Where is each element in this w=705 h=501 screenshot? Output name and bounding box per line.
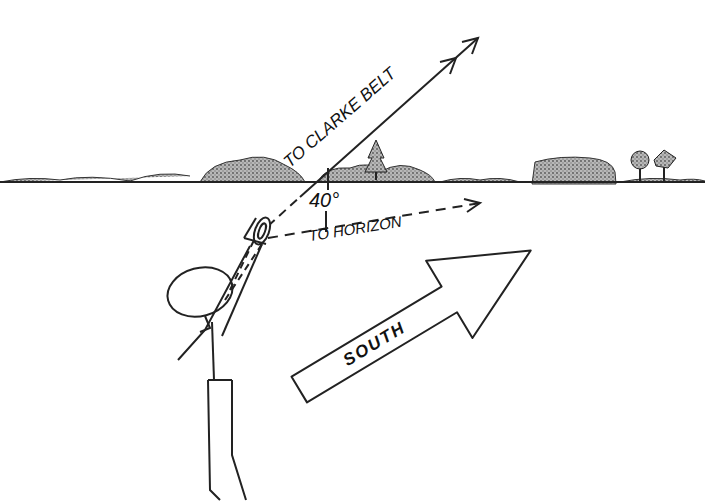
angle-tick [327, 168, 329, 190]
angle-label: 40° [309, 189, 339, 212]
arrow-head [440, 58, 456, 74]
direction-label: SOUTH [298, 290, 451, 398]
arrow-head [464, 199, 480, 212]
direction-arrow: SOUTH [276, 212, 554, 428]
tree [631, 151, 649, 182]
stick-figure [162, 236, 262, 500]
direction-label: TO HORIZON [307, 212, 402, 243]
arrow-shape [276, 212, 554, 428]
tree [654, 150, 676, 182]
satellite-dish [244, 215, 273, 246]
bush [0, 174, 190, 182]
arrow-outline [276, 212, 554, 428]
sight-line [268, 197, 300, 226]
arrow-head [462, 38, 478, 54]
bush [532, 157, 616, 184]
horizon-line [0, 181, 705, 183]
tree [365, 140, 387, 180]
